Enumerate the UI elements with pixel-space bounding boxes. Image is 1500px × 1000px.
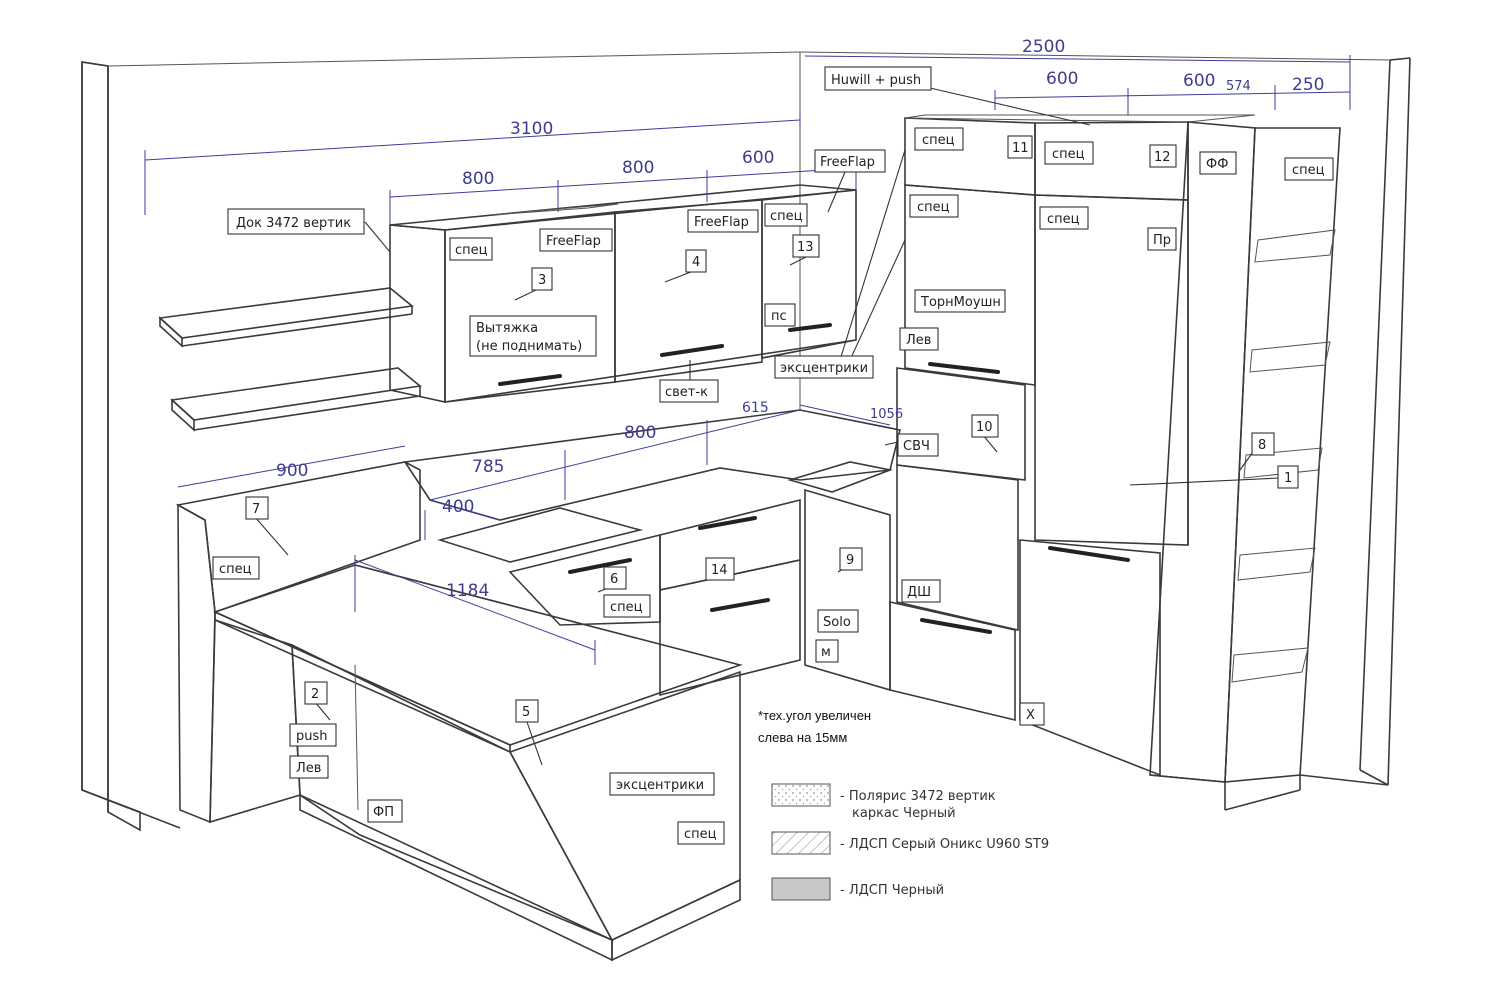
- label-lev-2: Лев: [296, 761, 321, 776]
- note-line-1: *тех.угол увеличен: [758, 708, 871, 723]
- dim-1056: 1056: [870, 407, 903, 422]
- label-spec-tall-2: спец: [1047, 212, 1080, 227]
- label-spec-12: спец: [1052, 147, 1085, 162]
- dim-574: 574: [1226, 79, 1251, 94]
- legend-text-1b: каркас Черный: [852, 806, 956, 821]
- dim-800-upper-2: 800: [622, 158, 654, 178]
- legend-swatch-hatch: [771, 831, 831, 855]
- label-pr: Пр: [1153, 233, 1171, 248]
- label-svch: СВЧ: [903, 439, 930, 454]
- label-4: 4: [692, 255, 700, 270]
- label-ekscentriki-1: эксцентрики: [780, 361, 868, 376]
- dim-400: 400: [442, 497, 474, 517]
- label-11: 11: [1012, 141, 1029, 156]
- dim-1184: 1184: [446, 581, 489, 601]
- label-3: 3: [538, 273, 546, 288]
- label-ne-podnimat: (не поднимать): [476, 339, 582, 354]
- label-huwill: Huwill + push: [831, 73, 921, 88]
- label-spec-tall-1: спец: [917, 200, 950, 215]
- label-2: 2: [311, 687, 319, 702]
- label-ekscentriki-2: эксцентрики: [616, 778, 704, 793]
- label-dsh: ДШ: [907, 585, 931, 600]
- label-m: м: [821, 645, 831, 660]
- room-walls: [81, 51, 1411, 832]
- legend-swatch-black: [771, 877, 831, 901]
- island: [209, 564, 743, 962]
- dim-600-tall-1: 600: [1046, 69, 1078, 89]
- label-vytyazhka: Вытяжка: [476, 321, 538, 336]
- dim-615: 615: [742, 400, 769, 416]
- dimension-lines: [144, 55, 1351, 665]
- label-dok: Док 3472 вертик: [236, 216, 351, 231]
- legend-text-3: - ЛДСП Черный: [840, 883, 944, 898]
- label-spec-11: спец: [922, 133, 955, 148]
- note-line-2: слева на 15мм: [758, 730, 847, 745]
- dim-600-upper: 600: [742, 148, 774, 168]
- label-spec-7: спец: [219, 562, 252, 577]
- label-ff: ФФ: [1206, 157, 1228, 172]
- legend: - Полярис 3472 вертик каркас Черный - ЛД…: [771, 783, 1049, 901]
- label-9: 9: [846, 553, 854, 568]
- legend-text-1a: - Полярис 3472 вертик: [840, 789, 996, 804]
- dim-900: 900: [276, 461, 308, 481]
- label-lev-1: Лев: [906, 333, 931, 348]
- dim-800-upper-1: 800: [462, 169, 494, 189]
- label-x: Х: [1026, 708, 1035, 723]
- dim-3100: 3100: [510, 119, 553, 139]
- legend-swatch-dots: [771, 783, 831, 807]
- dim-2500: 2500: [1022, 37, 1065, 57]
- label-8: 8: [1258, 438, 1266, 453]
- dim-600-tall-2: 600: [1183, 71, 1215, 91]
- label-6: 6: [610, 572, 618, 587]
- label-freeflap-2: FreeFlap: [546, 234, 601, 249]
- label-14: 14: [711, 563, 728, 578]
- wall-shelves: [158, 287, 422, 432]
- label-ps: пс: [771, 309, 787, 324]
- label-spec-upper-1: спец: [455, 243, 488, 258]
- label-7: 7: [252, 502, 260, 517]
- technical-note: *тех.угол увеличен слева на 15мм: [758, 708, 871, 745]
- label-10: 10: [976, 420, 993, 435]
- dim-785: 785: [472, 457, 504, 477]
- part-labels: Док 3472 вертик Huwill + push FreeFlap F…: [212, 66, 1334, 845]
- leader-lines: [254, 87, 1281, 766]
- label-push: push: [296, 729, 328, 744]
- label-spec-column: спец: [1292, 163, 1325, 178]
- dim-250: 250: [1292, 75, 1324, 95]
- legend-text-2: - ЛДСП Серый Оникс U960 ST9: [840, 837, 1049, 852]
- dimension-labels: 2500 3100 800 800 600 600 600 574 250 90…: [276, 37, 1324, 601]
- label-1: 1: [1284, 471, 1292, 486]
- label-spec-island: спец: [684, 827, 717, 842]
- label-spec-upper-13: спец: [770, 209, 803, 224]
- label-freeflap-1: FreeFlap: [820, 155, 875, 170]
- label-tornmoushn: ТорнМоушн: [920, 295, 1001, 310]
- label-freeflap-3: FreeFlap: [694, 215, 749, 230]
- label-13: 13: [797, 240, 814, 255]
- label-12: 12: [1154, 150, 1171, 165]
- label-5: 5: [522, 705, 530, 720]
- tall-cabinets: [889, 114, 1341, 811]
- label-svetik: свет-к: [665, 385, 708, 400]
- open-shelves: [1231, 229, 1336, 683]
- label-spec-6: спец: [610, 600, 643, 615]
- label-fp: ФП: [373, 805, 394, 820]
- label-solo: Solo: [823, 615, 851, 630]
- dim-800-base: 800: [624, 423, 656, 443]
